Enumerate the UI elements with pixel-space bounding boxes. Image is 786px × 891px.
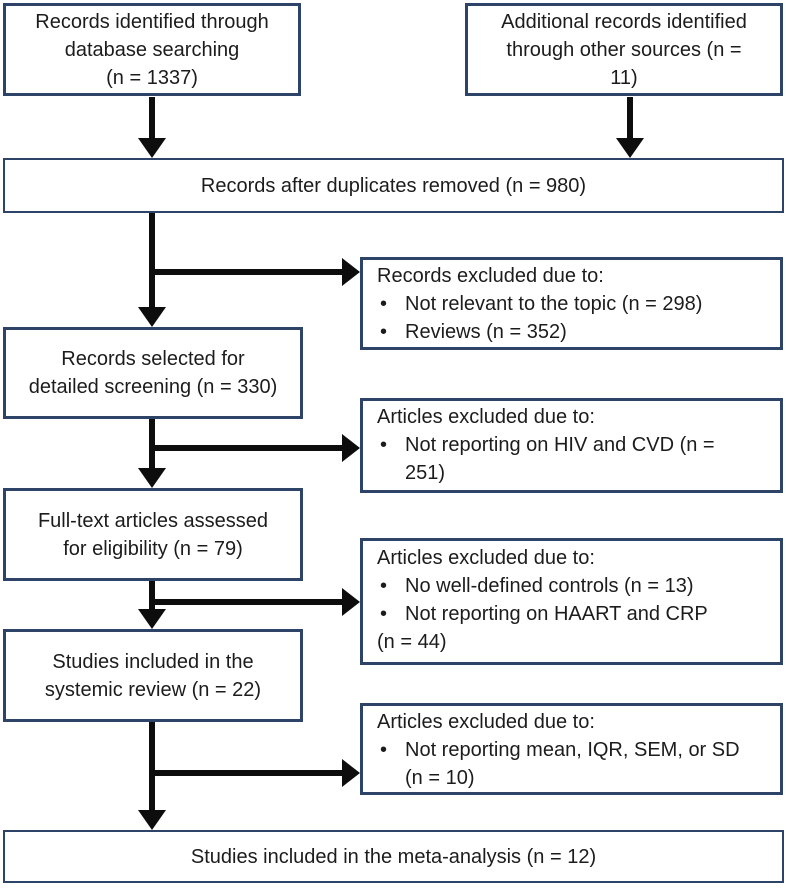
excluded-review-item-text: Not reporting mean, IQR, SEM, or SD (n =… [405, 739, 740, 789]
excluded-review-title: Articles excluded due to: [377, 711, 595, 733]
box-systemic-review: Studies included in the systemic review … [3, 629, 303, 722]
branch-records-excluded-head-icon [342, 258, 360, 286]
box-records-identified-db: Records identified through database sear… [3, 3, 301, 96]
excluded-records-item: • Reviews (n = 352) [377, 318, 770, 346]
bullet-icon: • [380, 739, 388, 761]
bullet-icon: • [380, 575, 388, 597]
box-records-identified-other-label: Additional records identified through ot… [501, 10, 747, 89]
arrow-fulltext-to-review-head-icon [138, 609, 166, 629]
branch-screening-excluded-head-icon [342, 434, 360, 462]
arrow-screening-to-fulltext-line [149, 419, 155, 470]
arrow-duplicates-to-screening-head-icon [138, 307, 166, 327]
excluded-eligibility-title: Articles excluded due to: [377, 547, 595, 569]
branch-records-excluded-line [152, 269, 342, 275]
excluded-records-title: Records excluded due to: [377, 265, 604, 287]
excluded-eligibility-item-text: Not reporting on HAART and CRP (n = 44) [377, 603, 708, 653]
excluded-eligibility-item: • No well-defined controls (n = 13) [377, 572, 770, 600]
box-selected-screening: Records selected for detailed screening … [3, 327, 303, 419]
box-excluded-screening: Articles excluded due to: • Not reportin… [360, 398, 783, 493]
excluded-screening-item-text: Not reporting on HIV and CVD (n = 251) [405, 434, 715, 484]
arrow-other-to-duplicates-head-icon [616, 138, 644, 158]
arrow-screening-to-fulltext-head-icon [138, 468, 166, 488]
box-excluded-eligibility: Articles excluded due to: • No well-defi… [360, 538, 783, 665]
arrow-review-to-meta-head-icon [138, 810, 166, 830]
box-systemic-review-label: Studies included in the systemic review … [44, 650, 262, 701]
branch-eligibility-excluded-head-icon [342, 588, 360, 616]
arrow-other-to-duplicates-line [627, 97, 633, 140]
box-selected-screening-label: Records selected for detailed screening … [28, 348, 278, 398]
excluded-records-item: • Not relevant to the topic (n = 298) [377, 290, 770, 318]
branch-review-excluded-line [152, 770, 342, 776]
arrow-review-to-meta-line [149, 722, 155, 812]
arrow-duplicates-to-screening-line [149, 213, 155, 309]
box-meta-analysis: Studies included in the meta-analysis (n… [3, 830, 784, 883]
box-excluded-records: Records excluded due to: • Not relevant … [360, 257, 783, 350]
excluded-records-item-text: Not relevant to the topic (n = 298) [405, 293, 703, 315]
box-excluded-review: Articles excluded due to: • Not reportin… [360, 703, 783, 795]
excluded-eligibility-item-text: No well-defined controls (n = 13) [405, 575, 694, 597]
box-after-duplicates-label: Records after duplicates removed (n = 98… [200, 174, 587, 197]
branch-review-excluded-head-icon [342, 759, 360, 787]
bullet-icon: • [380, 293, 388, 315]
box-records-identified-db-label: Records identified through database sear… [35, 10, 269, 89]
box-fulltext-assessed: Full-text articles assessed for eligibil… [3, 488, 303, 581]
excluded-records-item-text: Reviews (n = 352) [405, 321, 567, 343]
bullet-icon: • [380, 321, 388, 343]
arrow-db-to-duplicates-line [149, 97, 155, 140]
box-fulltext-assessed-label: Full-text articles assessed for eligibil… [37, 509, 269, 560]
arrow-fulltext-to-review-line [149, 581, 155, 611]
excluded-eligibility-item: •Not reporting on HAART and CRP (n = 44) [377, 600, 770, 656]
excluded-review-item: • Not reporting mean, IQR, SEM, or SD (n… [377, 736, 770, 792]
branch-eligibility-excluded-line [152, 599, 342, 605]
box-after-duplicates: Records after duplicates removed (n = 98… [3, 158, 784, 213]
bullet-icon: • [380, 434, 388, 456]
excluded-screening-item: • Not reporting on HIV and CVD (n = 251) [377, 431, 770, 487]
bullet-icon: • [380, 603, 388, 625]
arrow-db-to-duplicates-head-icon [138, 138, 166, 158]
excluded-screening-title: Articles excluded due to: [377, 406, 595, 428]
box-records-identified-other: Additional records identified through ot… [465, 3, 783, 96]
branch-screening-excluded-line [152, 445, 342, 451]
box-meta-analysis-label: Studies included in the meta-analysis (n… [190, 845, 597, 868]
